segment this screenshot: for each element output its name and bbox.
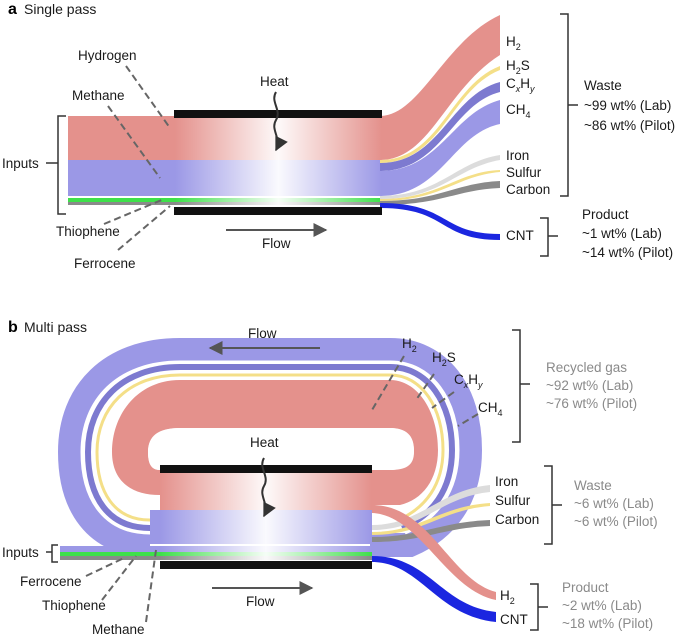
carbon-label-b: Carbon: [495, 512, 539, 527]
waste-pilot-a: ~86 wt% (Pilot): [584, 118, 675, 133]
carbon-outflow: [380, 181, 500, 205]
h2s-outflow: [380, 66, 500, 163]
ch4-label-b: CH4: [478, 400, 503, 418]
cxhy-label-b: CxHy: [454, 372, 483, 390]
ch4-outflow: [380, 100, 500, 196]
h2s-label-b: H2S: [432, 350, 456, 368]
iron-label-b: Iron: [495, 474, 518, 489]
waste-bracket-b: [544, 465, 562, 545]
ferrocene-leader: [117, 205, 171, 251]
methane-leader: [107, 105, 161, 179]
cxhy-leader-b: [431, 391, 455, 409]
flow-label-top-b: Flow: [248, 326, 277, 341]
product-bracket-a: [540, 217, 558, 257]
thiophene-label-a: Thiophene: [56, 224, 120, 239]
thiophene-label-b: Thiophene: [42, 598, 106, 613]
product-lab-a: ~1 wt% (Lab): [582, 226, 662, 241]
panel-b-title: Multi pass: [24, 319, 87, 335]
iron-outflow: [380, 155, 500, 199]
heat-arrow-a: [273, 91, 288, 152]
heat-label-a: Heat: [260, 74, 289, 89]
cnt-label-a: CNT: [506, 228, 534, 243]
loop-hole: [148, 428, 414, 470]
cnt-label-b: CNT: [500, 612, 528, 627]
cxhy-label-a: CxHy: [506, 76, 535, 94]
ferrocene-leader-b: [85, 557, 125, 577]
iron-label-a: Iron: [506, 148, 529, 163]
product-lab-b: ~2 wt% (Lab): [562, 598, 642, 613]
cnt-outflow-b: [372, 556, 496, 622]
product-title-a: Product: [582, 207, 629, 222]
sulfur-outflow: [380, 170, 500, 201]
heat-label-b: Heat: [250, 435, 279, 450]
panel-a-title: Single pass: [24, 1, 96, 17]
inputs-bracket-b: [46, 544, 58, 563]
heat-zone-a: [175, 116, 382, 208]
waste-title-a: Waste: [584, 78, 622, 93]
reactor-bottom-wall-b: [160, 561, 372, 569]
waste-lab-a: ~99 wt% (Lab): [584, 98, 671, 113]
recycle-loop-white2: [92, 370, 448, 525]
product-pilot-a: ~14 wt% (Pilot): [582, 245, 673, 260]
recycle-loop-white1: [80, 360, 460, 535]
h2-product-label-b: H2: [500, 588, 515, 606]
ch4-label-a: CH4: [506, 102, 531, 120]
iron-outflow-b: [372, 485, 490, 530]
panel-a-letter: a: [8, 1, 17, 18]
recycled-title-b: Recycled gas: [546, 360, 627, 375]
recycle-loop-ch4: [57, 338, 483, 557]
h2s-leader-b: [415, 373, 435, 401]
waste-lab-b: ~6 wt% (Lab): [574, 496, 654, 511]
heat-arrow-b: [261, 457, 276, 518]
h2s-label-a: H2S: [506, 58, 530, 76]
recycled-bracket-b: [512, 329, 530, 443]
recycle-loop-h2: [112, 380, 438, 505]
product-pilot-b: ~18 wt% (Pilot): [562, 616, 653, 631]
thiophene-leader-b: [101, 555, 137, 601]
sulfur-outflow-b: [372, 503, 490, 535]
recycle-loop-cxhy: [84, 364, 456, 531]
cxhy-outflow: [380, 82, 500, 171]
inputs-label-a: Inputs: [2, 156, 39, 171]
recycled-pilot-b: ~76 wt% (Pilot): [546, 396, 637, 411]
flow-label-a: Flow: [262, 236, 291, 251]
product-bracket-b: [530, 583, 548, 631]
methane-leader-b: [145, 549, 157, 623]
carbon-outflow-b: [372, 520, 490, 542]
sulfur-label-b: Sulfur: [495, 493, 531, 508]
h2-outflow: [380, 15, 500, 160]
inputs-label-b: Inputs: [2, 545, 39, 560]
panel-b-letter: b: [8, 319, 18, 336]
methane-label-b: Methane: [92, 622, 145, 637]
waste-bracket-a: [560, 13, 578, 197]
hydrogen-leader: [125, 65, 171, 129]
ch4-leader-b: [457, 413, 479, 427]
recycled-lab-b: ~92 wt% (Lab): [546, 378, 633, 393]
carbon-label-a: Carbon: [506, 182, 550, 197]
h2-product-outflow-b: [372, 505, 496, 600]
hydrogen-label: Hydrogen: [78, 48, 137, 63]
flow-label-bottom-b: Flow: [246, 594, 275, 609]
h2-label-a: H2: [506, 34, 521, 52]
ferrocene-label-a: Ferrocene: [74, 256, 136, 271]
ferrocene-label-b: Ferrocene: [20, 574, 82, 589]
cnt-outflow: [380, 203, 500, 240]
methane-label-a: Methane: [72, 88, 125, 103]
product-title-b: Product: [562, 580, 609, 595]
waste-pilot-b: ~6 wt% (Pilot): [574, 514, 658, 529]
sulfur-label-a: Sulfur: [506, 165, 542, 180]
reactor-bottom-wall-a: [174, 207, 382, 215]
inputs-bracket-a: [46, 115, 66, 215]
recycle-loop-h2s: [95, 373, 445, 522]
waste-title-b: Waste: [574, 478, 612, 493]
reactor-top-wall-b: [160, 465, 372, 473]
